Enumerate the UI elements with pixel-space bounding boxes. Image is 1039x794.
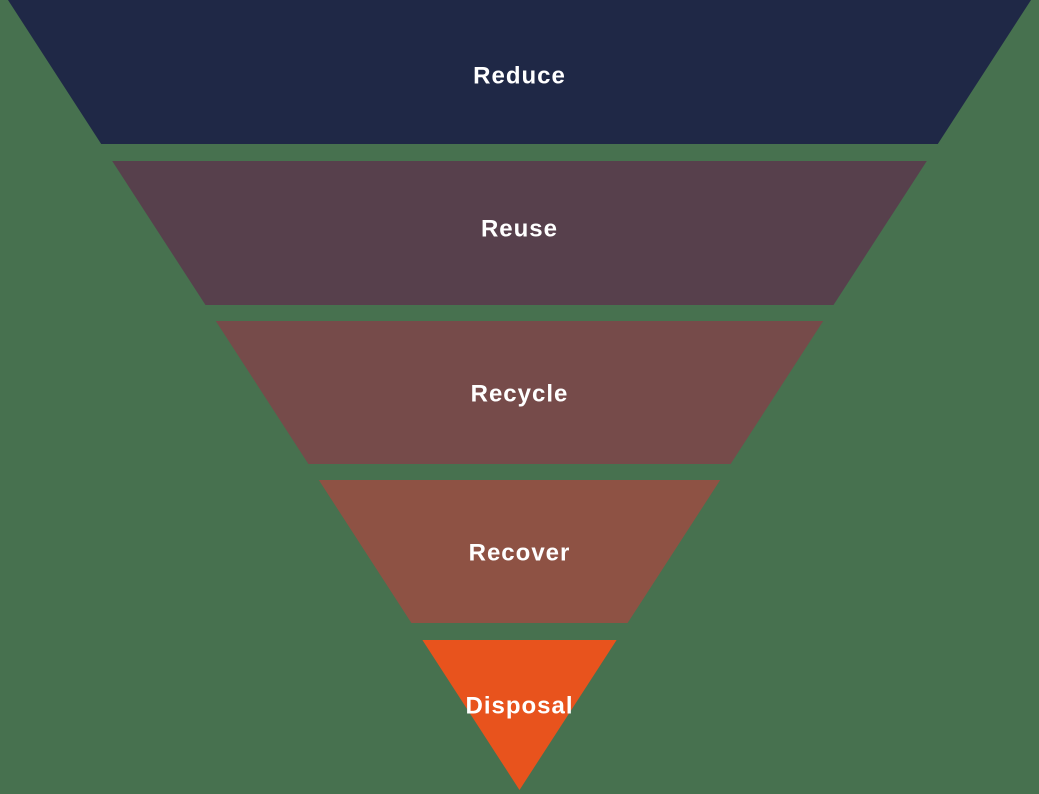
funnel-stage-disposal <box>422 640 617 790</box>
funnel-stage-recover <box>318 480 721 623</box>
funnel-stage-reuse <box>112 161 927 305</box>
funnel-stage-label-recover: Recover <box>469 540 571 567</box>
funnel-stage-recycle <box>215 321 824 464</box>
funnel-stage-label-disposal: Disposal <box>465 693 573 720</box>
funnel-stage-reduce <box>8 0 1031 144</box>
funnel-stage-label-reduce: Reduce <box>473 63 566 90</box>
funnel-stage-label-recycle: Recycle <box>471 381 569 408</box>
funnel-stage-label-reuse: Reuse <box>481 216 558 243</box>
